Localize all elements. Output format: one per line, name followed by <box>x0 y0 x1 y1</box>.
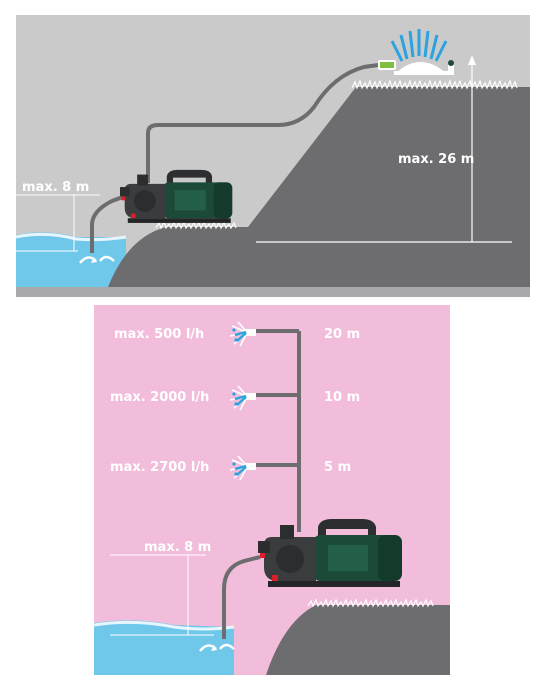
riser-pipe <box>254 329 301 532</box>
water-surface <box>16 232 127 242</box>
suction-height-indicator <box>16 194 100 252</box>
water-surface <box>94 620 235 631</box>
scene-top-garden-sprinkler: max. 8 m max. 26 m <box>16 15 530 297</box>
flow-rate-label: max. 2000 l/h <box>110 390 209 405</box>
delivery-hose <box>146 63 379 183</box>
water-reservoir <box>94 620 234 675</box>
delivery-height-indicator <box>256 55 512 243</box>
grass-lower <box>155 220 237 230</box>
scene-bottom-svg: max. 8 m max. 500 l/h max. 2000 l/h max.… <box>94 305 450 675</box>
suction-height-indicator <box>110 554 214 636</box>
flow-rate-label: max. 2700 l/h <box>110 460 209 475</box>
grass <box>307 598 434 608</box>
ground-hill <box>108 87 530 287</box>
outlet-height-label: 5 m <box>324 460 351 475</box>
suction-height-label: max. 8 m <box>144 540 211 555</box>
grass-upper <box>351 79 518 90</box>
scene-top-svg: max. 8 m max. 26 m <box>16 15 530 297</box>
scene-bottom-flow-rates: max. 8 m max. 500 l/h max. 2000 l/h max.… <box>94 305 450 675</box>
outlet-height-label: 20 m <box>324 327 360 342</box>
ground-bottom-strip <box>16 287 530 297</box>
ground-slope <box>266 605 450 675</box>
suction-hose <box>222 555 261 639</box>
water-reservoir <box>16 232 126 287</box>
outlet-height-label: 10 m <box>324 390 360 405</box>
sprinkler-icon <box>378 29 454 75</box>
delivery-height-label: max. 26 m <box>398 152 474 167</box>
suction-hose <box>90 193 129 253</box>
flow-rate-label: max. 500 l/h <box>114 327 204 342</box>
suction-height-label: max. 8 m <box>22 180 89 195</box>
